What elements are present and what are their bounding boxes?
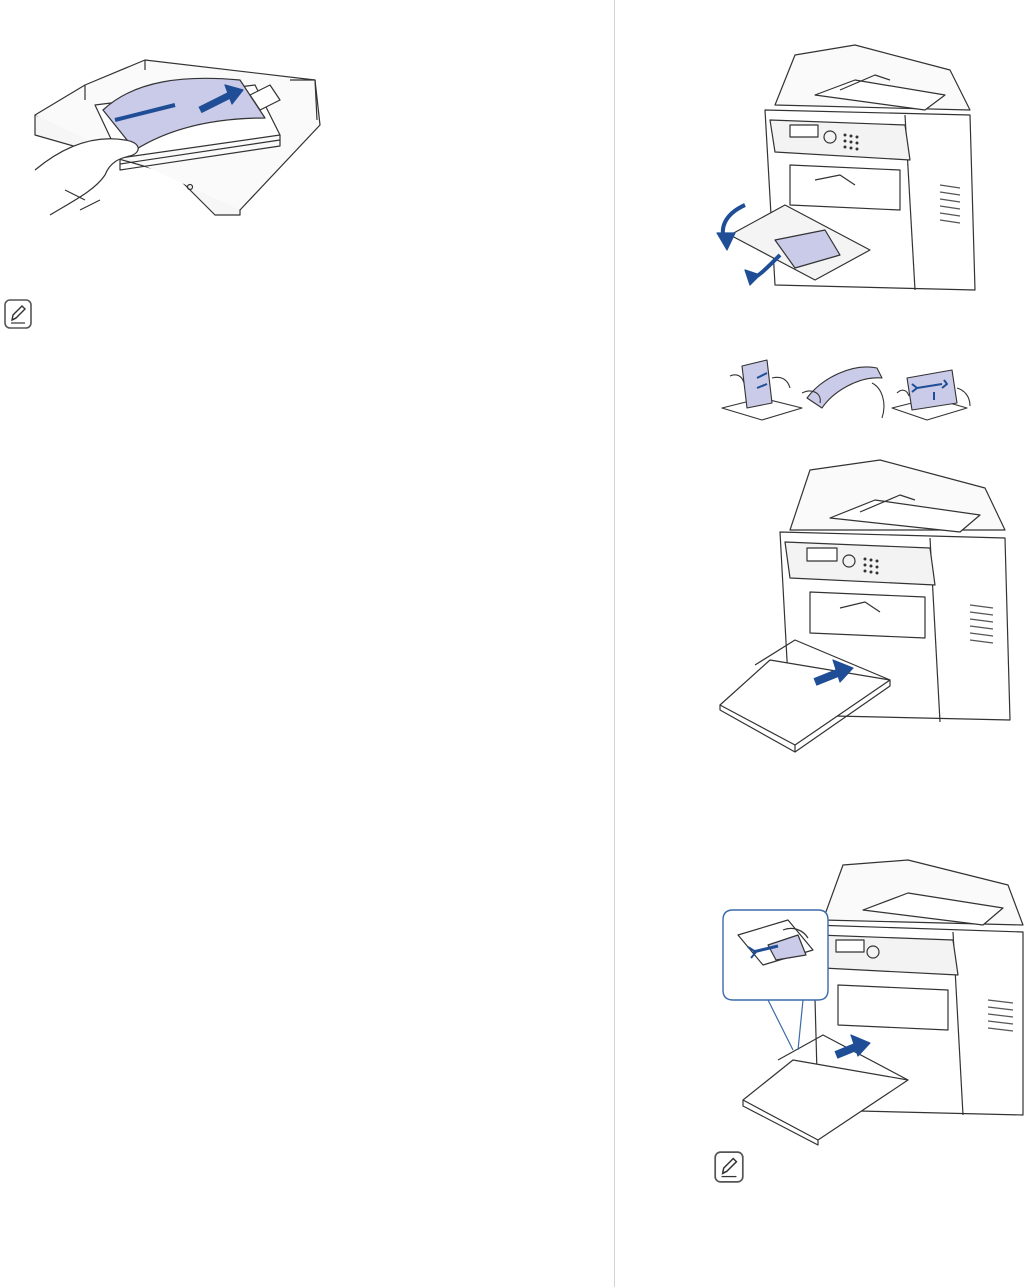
manual-tray-guide-adjust-figure xyxy=(718,860,1023,1145)
paper-fanning-figure xyxy=(712,348,977,430)
note-pencil-icon xyxy=(3,298,33,330)
column-divider xyxy=(614,0,615,1287)
manual-tray-open-figure xyxy=(705,40,985,300)
tray-loading-paper-figure xyxy=(25,40,325,220)
manual-tray-load-figure xyxy=(715,460,1015,760)
note-pencil-icon xyxy=(713,1150,745,1184)
